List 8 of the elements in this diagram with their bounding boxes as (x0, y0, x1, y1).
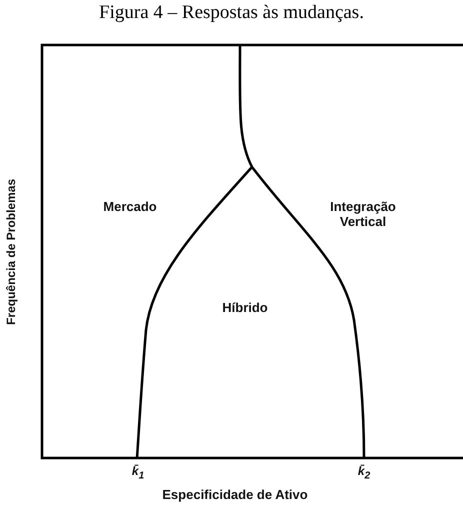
axis-tick-label: k̄$_{1}$ (130, 465, 146, 482)
x-axis-label: Especificidade de Ativo (161, 488, 309, 503)
axis-tick-label: k̄$_{2}$ (356, 465, 372, 482)
region-label: Integração Vertical (329, 200, 397, 230)
figure-title: Figura 4 – Respostas às mudanças. (98, 2, 365, 24)
region-label: Híbrido (221, 301, 269, 316)
y-axis-label: Frequência de Problemas (5, 178, 19, 327)
region-label: Mercado (102, 200, 158, 215)
